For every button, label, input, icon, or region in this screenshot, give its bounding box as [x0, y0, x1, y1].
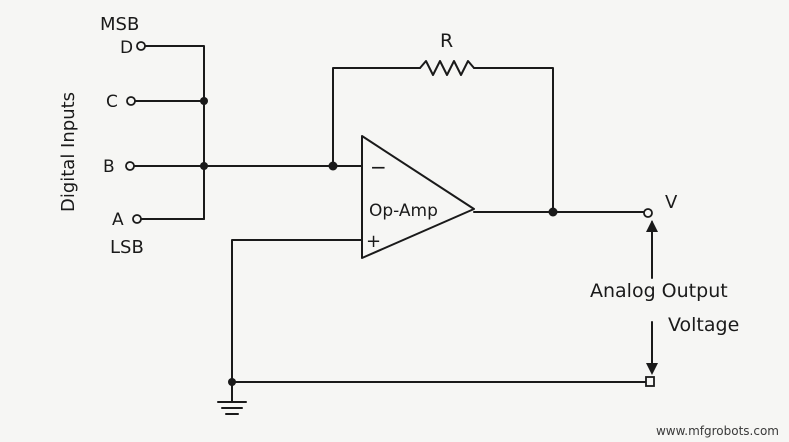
- junction-output: [548, 207, 558, 217]
- resistor-label: R: [440, 30, 453, 52]
- opamp-label: Op-Amp: [369, 201, 438, 221]
- bus-wire: [140, 45, 205, 220]
- resistor-icon: [419, 60, 475, 76]
- opamp-triangle-icon: [361, 135, 475, 259]
- input-c-label: C: [106, 92, 118, 112]
- voltage-arrow-icon: [646, 220, 658, 375]
- input-b-label: B: [103, 157, 115, 177]
- input-d-terminal: [136, 41, 146, 51]
- noninverting-wire: [231, 239, 363, 383]
- noninverting-sign: +: [366, 231, 381, 252]
- junction-inverting: [328, 161, 338, 171]
- feedback-wire-left: [332, 67, 421, 167]
- input-c-terminal: [126, 96, 136, 106]
- feedback-wire-right: [473, 67, 554, 213]
- junction-c: [200, 97, 208, 105]
- ground-terminal: [645, 376, 655, 387]
- voltage-label: Voltage: [668, 314, 739, 336]
- msb-label: MSB: [100, 14, 139, 35]
- output-label: V: [665, 192, 678, 213]
- input-a-terminal: [132, 214, 142, 224]
- input-b-terminal: [125, 161, 135, 171]
- watermark-text: www.mfgrobots.com: [655, 424, 779, 438]
- input-a-label: A: [112, 210, 124, 230]
- ground-icon: [217, 381, 247, 415]
- inverting-sign: −: [370, 155, 387, 179]
- input-d-label: D: [120, 38, 133, 58]
- digital-inputs-label: Digital Inputs: [58, 92, 79, 212]
- analog-output-label: Analog Output: [590, 280, 728, 302]
- lsb-label: LSB: [110, 237, 144, 258]
- output-terminal: [643, 208, 653, 218]
- junction-b: [200, 162, 208, 170]
